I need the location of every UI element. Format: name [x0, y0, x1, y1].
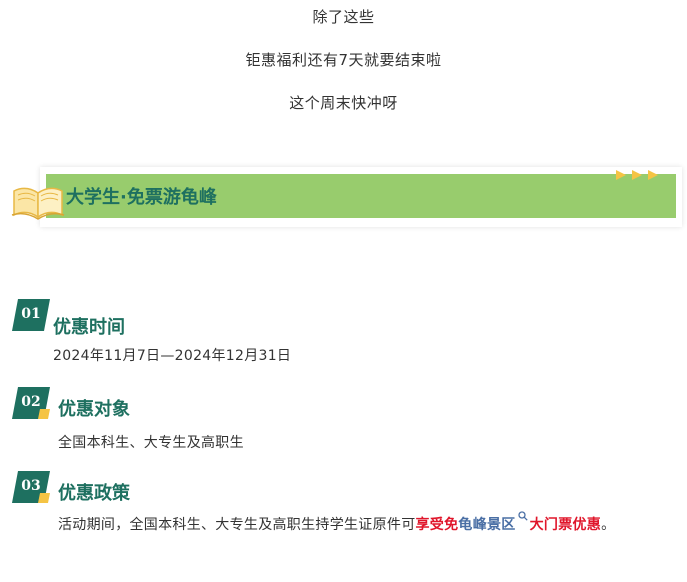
policy-text: 活动期间，全国本科生、大专生及高职生持学生证原件可	[58, 517, 416, 533]
section-banner: 大学生·免票游龟峰	[40, 167, 682, 227]
section-number: 01	[21, 306, 41, 322]
scenic-area-link[interactable]: 龟峰景区	[458, 517, 516, 533]
banner-bar: 大学生·免票游龟峰	[46, 174, 676, 218]
section-number: 02	[21, 394, 41, 410]
section-title: 优惠政策	[58, 483, 130, 504]
policy-text-end: 。	[601, 517, 616, 533]
section-body: 活动期间，全国本科生、大专生及高职生持学生证原件可享受免龟峰景区大门票优惠。	[58, 511, 684, 540]
policy-highlight: 享受免	[415, 517, 459, 533]
arrow-icon	[616, 170, 658, 180]
intro-line-3: 这个周末快冲呀	[289, 94, 398, 112]
section-number: 03	[21, 478, 41, 494]
search-icon[interactable]	[517, 511, 528, 521]
section-body: 2024年11月7日—2024年12月31日	[53, 348, 292, 364]
section-body: 全国本科生、大专生及高职生	[58, 435, 244, 451]
banner-title: 大学生·免票游龟峰	[66, 187, 217, 208]
intro-line-2: 钜惠福利还有7天就要结束啦	[245, 51, 442, 69]
section-number-badge: 01	[12, 299, 50, 331]
book-icon	[11, 187, 65, 220]
section-title: 优惠对象	[58, 399, 130, 420]
intro-line-1: 除了这些	[312, 8, 375, 26]
section-number-badge: 02	[12, 387, 50, 419]
section-title: 优惠时间	[53, 317, 125, 338]
policy-highlight: 大门票优惠	[529, 517, 602, 533]
section-number-badge: 03	[12, 471, 50, 503]
